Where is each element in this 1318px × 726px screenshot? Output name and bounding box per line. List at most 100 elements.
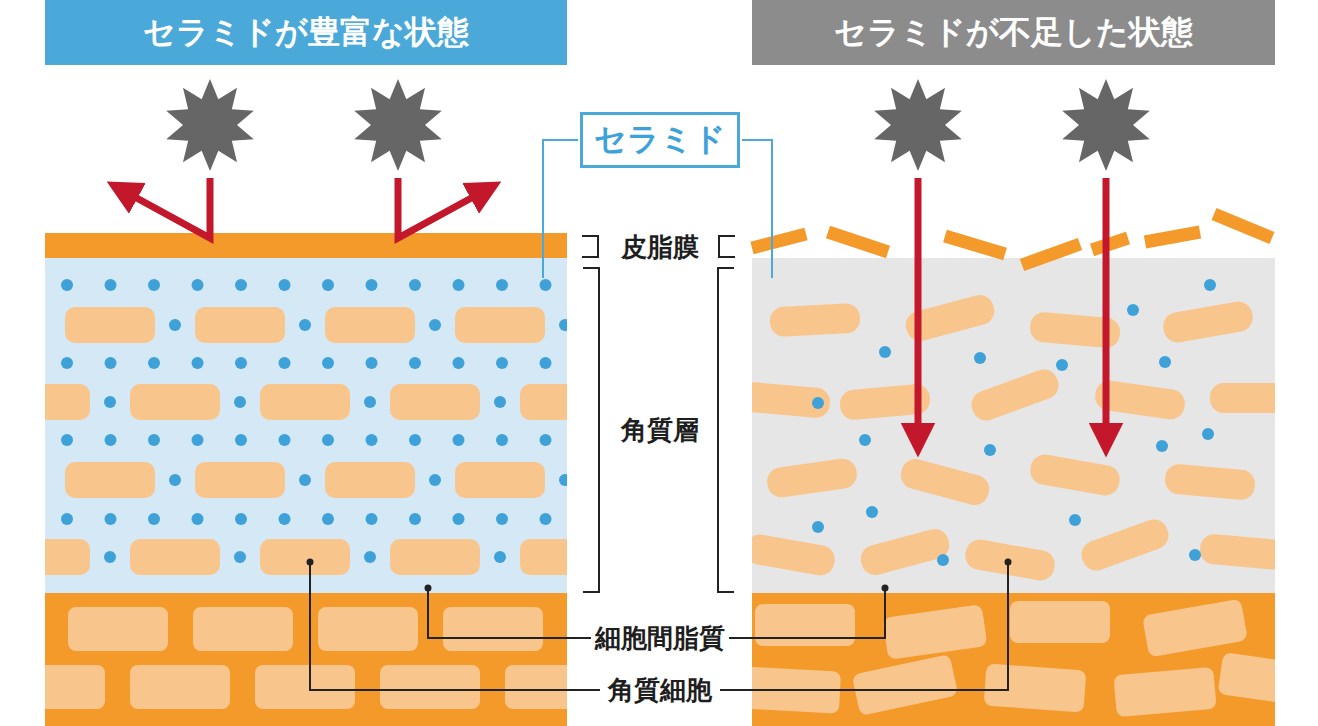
broken-sebum [1214, 214, 1272, 238]
ceramide-dot [409, 357, 421, 369]
ceramide-dot [540, 513, 552, 525]
ceramide-dot [322, 279, 334, 291]
corneocyte [455, 307, 545, 343]
lower-cell [255, 665, 355, 709]
ceramide-dot [1156, 440, 1168, 452]
ceramide-dot [859, 434, 871, 446]
leader-line [310, 562, 1008, 690]
part-label: 皮脂膜 [617, 230, 703, 265]
ceramide-dot [496, 279, 508, 291]
ceramide-dot [61, 434, 73, 446]
lower-cell [193, 607, 293, 651]
ceramide-dot [409, 434, 421, 446]
ceramide-dot [192, 434, 204, 446]
uv-arrows [122, 178, 1106, 440]
broken-sebum [828, 232, 888, 252]
ceramide-dot [192, 357, 204, 369]
ceramide-dot [366, 357, 378, 369]
corneocyte [769, 303, 860, 338]
broken-sebum [1092, 238, 1128, 250]
ceramide-dot [409, 513, 421, 525]
lower-cell [380, 665, 480, 709]
ceramide-dot [812, 521, 824, 533]
corneocyte [765, 457, 858, 499]
uv-star [166, 79, 253, 171]
ceramide-dot [879, 346, 891, 358]
corneocyte [260, 384, 350, 420]
ceramide-dot [235, 513, 247, 525]
corneocyte [455, 462, 545, 498]
corneocyte [1210, 383, 1275, 413]
uv-star [1062, 79, 1149, 171]
ceramide-dot [61, 513, 73, 525]
ceramide-dot [366, 513, 378, 525]
broken-sebum [752, 234, 806, 248]
lower-cell [852, 654, 959, 716]
ceramide-dot [299, 474, 311, 486]
ceramide-dot [234, 551, 246, 563]
ceramide-dot [105, 513, 117, 525]
corneocyte [1164, 463, 1256, 501]
ceramide-dot [148, 434, 160, 446]
ceramide-dot [453, 357, 465, 369]
ceramide-dot [453, 279, 465, 291]
ceramide-dot [104, 551, 116, 563]
ceramide-dot [148, 279, 160, 291]
ceramide-dot [1204, 279, 1216, 291]
ceramide-dot [234, 396, 246, 408]
ceramide-dot [148, 513, 160, 525]
node-text: セラミドが不足した状態 [834, 11, 1193, 55]
corneocyte [968, 366, 1063, 425]
ceramide-dot [364, 396, 376, 408]
ceramide-dot [559, 319, 567, 331]
corneocyte [65, 307, 155, 343]
corneocyte [325, 307, 415, 343]
lower-cell [984, 664, 1087, 713]
corneocyte [520, 539, 567, 575]
ceramide-dot [279, 513, 291, 525]
ceramide-dot [494, 551, 506, 563]
ceramide-dot [169, 319, 181, 331]
lower-cell [1218, 652, 1275, 708]
corneocyte [260, 539, 350, 575]
ceramide-dot [1056, 359, 1068, 371]
corneocyte [520, 384, 567, 420]
node-text: セラミドが豊富な状態 [143, 11, 469, 55]
part-label: 角質細胞 [604, 673, 716, 708]
corneocyte [45, 384, 90, 420]
corneocyte [1028, 452, 1122, 497]
lower-cell [755, 604, 855, 646]
ceramide-dot [1069, 514, 1081, 526]
corneocyte [45, 539, 90, 575]
ceramide-dot [61, 357, 73, 369]
corneocyte [858, 526, 953, 578]
bracket [582, 236, 735, 592]
uv-star [874, 79, 961, 171]
corneocyte [898, 456, 993, 508]
ceramide-dot [866, 506, 878, 518]
ceramide-dot [322, 434, 334, 446]
ceramide-dot [105, 279, 117, 291]
corneocyte [195, 462, 285, 498]
sebum-film [45, 233, 567, 258]
ceramide-dot [494, 396, 506, 408]
ceramide-dot [429, 319, 441, 331]
part-label: 角質層 [617, 413, 703, 448]
lower-cell [1010, 601, 1110, 643]
lower-cell [68, 607, 168, 651]
broken-sebum [1022, 244, 1080, 265]
ceramide-dot [812, 397, 824, 409]
lower-layer [45, 593, 567, 726]
uv-star [354, 79, 441, 171]
ceramide-label-box: セラミド [580, 112, 740, 168]
ceramide-dot [279, 434, 291, 446]
corneocyte [752, 381, 831, 419]
corneocyte [1199, 533, 1275, 571]
ceramide-dot [322, 513, 334, 525]
ceramide-dot [974, 352, 986, 364]
ceramide-dot [192, 513, 204, 525]
ceramide-dot [105, 357, 117, 369]
ceramide-dot [1159, 356, 1171, 368]
ceramide-dot [105, 434, 117, 446]
